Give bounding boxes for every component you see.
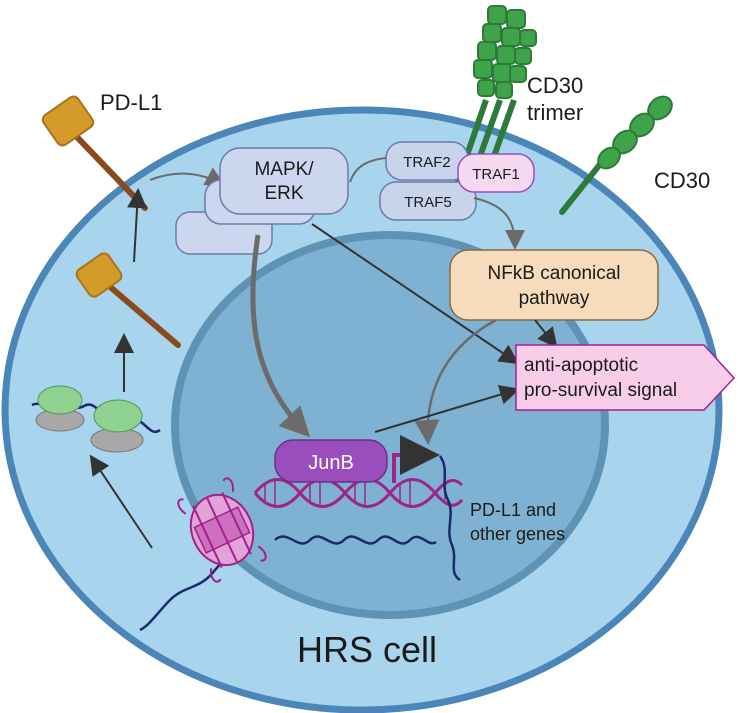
traf5-box <box>379 181 477 221</box>
arrow-nfkb-to-signal <box>534 319 558 349</box>
arrow-mapk-to-signal <box>311 223 520 365</box>
cd30-trimer-label-line1: CD30 <box>527 73 583 98</box>
arrow-junb-to-signal <box>374 384 520 433</box>
genes-label-line1: PD-L1 and <box>470 500 556 520</box>
traf2-label: TRAF2 <box>403 154 451 171</box>
mapk-label-line2: ERK <box>264 183 303 204</box>
mapk-label-line1: MAPK/ <box>254 159 314 180</box>
nfkb-label-line2: pathway <box>519 288 590 309</box>
genes-label-line2: other genes <box>470 524 565 544</box>
cell-label: HRS cell <box>297 629 437 670</box>
promoter-arrow-icon <box>392 435 440 483</box>
signal-label-line2: pro-survival signal <box>524 380 677 401</box>
arrow-nfkb-to-genes <box>414 318 497 445</box>
arrow-traf-to-mapk <box>349 157 387 183</box>
cd30-trimer-label-line2: trimer <box>527 100 583 125</box>
arrow-traf-to-nfkb <box>473 197 525 250</box>
signal-label-line1: anti-apoptotic <box>524 355 638 376</box>
pdl1-label: PD-L1 <box>100 90 162 115</box>
cd30-label: CD30 <box>654 168 710 193</box>
nuclear-pore-icon <box>177 477 267 583</box>
traf1-label: TRAF1 <box>472 166 520 183</box>
nucleus <box>171 231 609 619</box>
nfkb-box: NFkB canonical pathway <box>449 249 659 321</box>
cd30-trimer-icon <box>452 5 537 192</box>
arrow-vesicle-to-membrane <box>127 188 148 263</box>
mapk-erk-box: MAPK/ ERK <box>175 147 349 255</box>
traf-complex: TRAF5 TRAF2 TRAF1 <box>379 141 535 221</box>
junb-box: JunB <box>274 439 388 483</box>
traf5-label: TRAF5 <box>404 194 452 211</box>
cd30-monomer-icon <box>559 95 673 215</box>
arrow-mapk-to-junb <box>250 234 311 438</box>
ribosome-icon <box>35 385 144 453</box>
arrow-mrna-to-ribosome <box>89 454 153 549</box>
survival-signal-box: anti-apoptotic pro-survival signal <box>515 344 736 411</box>
traf1-box <box>457 153 535 193</box>
junb-label: JunB <box>308 452 354 474</box>
pd-l1-vesicle-icon <box>75 252 181 348</box>
nfkb-label-line1: NFkB canonical <box>487 263 620 284</box>
